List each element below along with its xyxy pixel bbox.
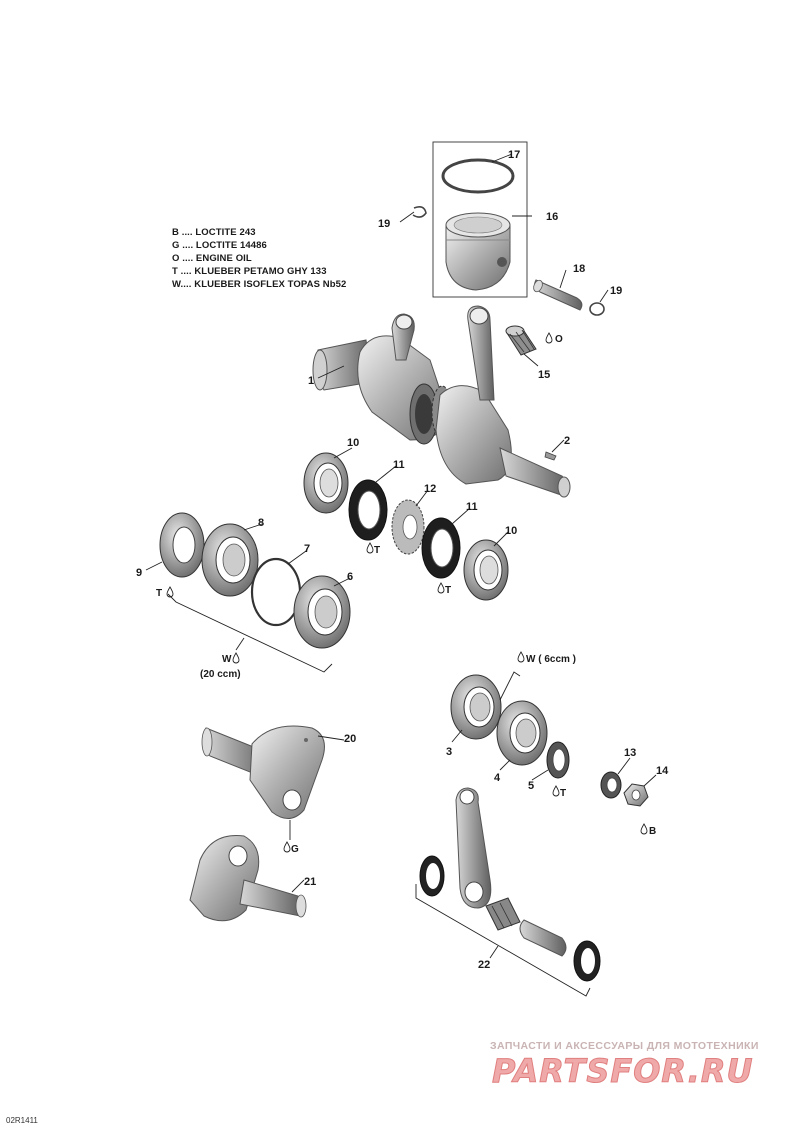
callout-5: 5 [528, 780, 534, 792]
lube-t-seal-5: T [560, 788, 566, 799]
callout-3: 3 [446, 746, 452, 758]
legend-row-o: O .... ENGINE OIL [172, 253, 252, 264]
legend-row-w: W.... KLUEBER ISOFLEX TOPAS Nb52 [172, 279, 347, 290]
callout-6: 6 [347, 571, 353, 583]
seal-11-left [348, 479, 388, 541]
seal-5 [546, 741, 570, 779]
woodruff-key [544, 451, 557, 461]
callout-17: 17 [508, 149, 520, 161]
bracket-right-group [499, 671, 521, 701]
callouts: 17 16 19 18 19 15 1 2 10 11 12 11 10 8 7… [136, 149, 669, 971]
diagram-code: 02R1411 [6, 1116, 38, 1125]
seal-9 [159, 512, 205, 578]
drop-icon [517, 651, 525, 663]
callout-15: 15 [538, 369, 550, 381]
lubricant-marks: O T T T W (20 ccm) W ( 6ccm ) T B G [156, 332, 656, 855]
legend-row-t: T .... KLUEBER PETAMO GHY 133 [172, 266, 327, 277]
drop-icon [366, 542, 374, 554]
callout-10-right: 10 [505, 525, 517, 537]
lube-o: O [555, 334, 563, 345]
callout-19-upper: 19 [378, 218, 390, 230]
bearing-6 [293, 575, 351, 649]
callout-4: 4 [494, 772, 501, 784]
lube-t-seal-right: T [445, 585, 451, 596]
callout-1: 1 [308, 375, 314, 387]
legend-row-b: B .... LOCTITE 243 [172, 227, 256, 238]
lube-w-left: W [222, 654, 232, 665]
bearing-8 [201, 523, 259, 597]
callout-9: 9 [136, 567, 142, 579]
callout-10-left: 10 [347, 437, 359, 449]
drop-icon [437, 582, 445, 594]
drop-icon [232, 652, 240, 664]
bearing-10-left [303, 452, 349, 514]
watermark-subtitle: ЗАПЧАСТИ И АКСЕССУАРЫ ДЛЯ МОТОТЕХНИКИ [490, 1040, 759, 1052]
washer-13 [600, 771, 622, 799]
lube-w-right: W ( 6ccm ) [526, 654, 576, 665]
bracket-left-group [167, 593, 333, 673]
crankshaft-assembly [312, 305, 571, 498]
piston-group [412, 141, 528, 298]
nut-14 [623, 783, 649, 807]
drop-icon [166, 586, 174, 598]
lube-b-nut: B [649, 826, 656, 837]
callout-22: 22 [478, 959, 490, 971]
bearing-10-right [463, 539, 509, 601]
drop-icon [545, 332, 553, 344]
crank-half-21 [189, 835, 307, 922]
circlip-lower [589, 302, 605, 316]
watermark-logo: PARTSFOR.RU [491, 1052, 754, 1091]
leader-lines [145, 153, 657, 893]
lube-w-left-qty: (20 ccm) [200, 669, 241, 680]
seal-11-right [421, 517, 461, 579]
piston [445, 212, 511, 291]
callout-11-right: 11 [466, 501, 478, 513]
callout-13: 13 [624, 747, 636, 759]
bearing-4 [496, 700, 548, 766]
lube-t-seal-9: T [156, 588, 162, 599]
callout-20: 20 [344, 733, 356, 745]
callout-21: 21 [304, 876, 316, 888]
circlip-upper [412, 206, 427, 218]
piston-ring [441, 158, 515, 194]
callout-12: 12 [424, 483, 436, 495]
drop-icon [283, 841, 291, 853]
drop-icon [552, 785, 560, 797]
callout-16: 16 [546, 211, 558, 223]
callout-7: 7 [304, 543, 310, 555]
callout-8: 8 [258, 517, 264, 529]
needle-bearing [505, 325, 537, 356]
lubricant-legend: B .... LOCTITE 243 G .... LOCTITE 14486 … [172, 226, 346, 291]
bearing-3 [450, 674, 502, 740]
callout-14: 14 [656, 765, 669, 777]
callout-19-lower: 19 [610, 285, 622, 297]
drop-icon [640, 823, 648, 835]
lube-t-seal-left: T [374, 545, 380, 556]
legend-row-g: G .... LOCTITE 14486 [172, 240, 267, 251]
callout-2: 2 [564, 435, 570, 447]
piston-frame [432, 141, 528, 298]
gear-12 [391, 499, 425, 555]
crank-half-20 [201, 725, 325, 819]
rod-kit-22 [415, 787, 601, 997]
lube-g-crank: G [291, 844, 299, 855]
callout-11-left: 11 [393, 459, 405, 471]
callout-18: 18 [573, 263, 585, 275]
piston-pin [533, 279, 583, 311]
o-ring-7 [250, 557, 302, 627]
